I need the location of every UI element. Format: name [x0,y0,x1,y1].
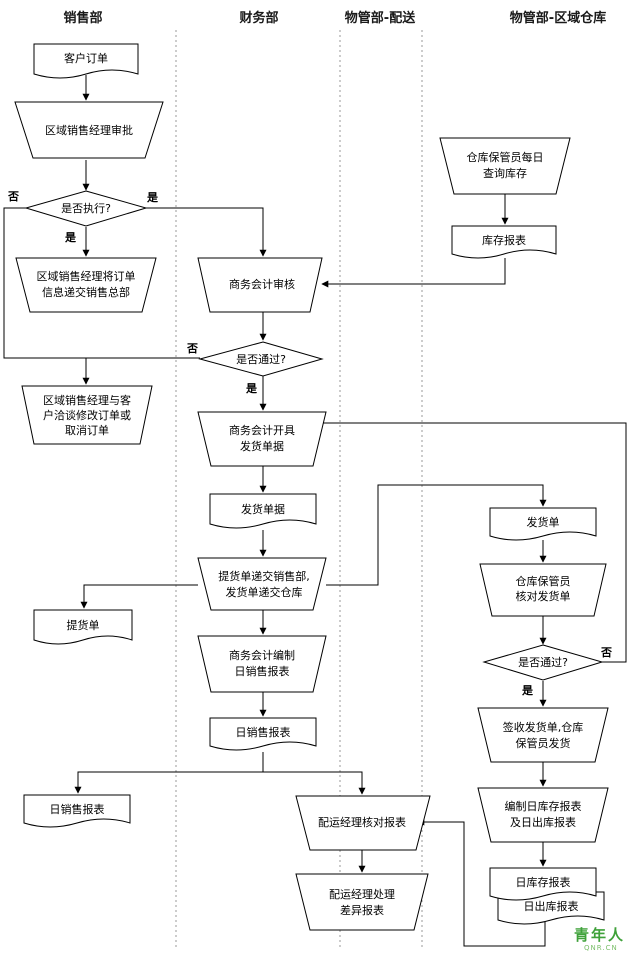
compile-sales-line2: 日销售报表 [235,664,290,678]
edge-to-delivery-note [326,484,547,586]
node-renegotiate: 区域销售经理与客 户洽谈修改订单或 取消订单 [21,385,153,445]
deliver-docs-line2: 发货单递交仓库 [226,585,303,599]
accounting-review-label: 商务会计审核 [229,277,295,291]
manager-submit-line1: 区域销售经理将订单 [37,269,136,283]
sign-ship-line1: 签收发货单,仓库 [503,720,584,734]
dispatch-diff-line1: 配运经理处理 [329,888,395,901]
lane-warehouse-title: 物管部-区域仓库 [510,10,606,26]
edge-report-to-dispatch [263,771,366,795]
sales-report-label: 日销售报表 [50,802,105,816]
node-keeper-check-stock: 仓库保管员每日 查询库存 [439,137,571,195]
edge-report-to-sales [74,752,264,794]
deliver-docs-line1: 提货单递交销售部, [218,569,310,583]
node-accounting-review: 商务会计审核 [197,257,323,313]
yes-label-review: 是 [245,382,258,395]
sign-ship-line2: 保管员发货 [516,736,571,750]
edge-no-loop [3,207,200,359]
compile-stock-line2: 及日出库报表 [510,815,576,829]
issue-docs-line1: 商务会计开具 [229,423,295,437]
node-pickup-slip: 提货单 [33,609,133,645]
node-deliver-docs: 提货单递交销售部, 发货单递交仓库 [197,557,327,611]
node-manager-submit: 区域销售经理将订单 信息递交销售总部 [15,257,157,313]
node-daily-sales-report-sales: 日销售报表 [23,794,131,828]
daily-out-report-label: 日出库报表 [524,899,579,913]
lane-dispatch-title: 物管部-配送 [345,10,416,26]
keeper-check-line2: 查询库存 [483,166,527,180]
daily-sales-report-label: 日销售报表 [236,725,291,739]
edge-to-pickup-slip [80,584,198,609]
watermark: 青年人 QNR.CN [574,926,625,952]
node-dispatch-diff: 配运经理处理 差异报表 [295,873,429,931]
node-delivery-note: 发货单 [489,507,597,541]
lane-finance-title: 财务部 [239,10,278,26]
yes-label-warehouse: 是 [521,684,534,697]
dispatch-diff-line2: 差异报表 [340,903,384,917]
keeper-verify-line1: 仓库保管员 [516,574,571,588]
watermark-text: 青年人 [574,926,625,944]
node-execute-decision: 是否执行? [24,190,148,227]
watermark-subtext: QNR.CN [584,944,618,952]
no-label-warehouse: 否 [600,646,612,659]
lane-sales-title: 销售部 [63,10,102,26]
delivery-note-label: 发货单 [527,515,560,529]
node-sign-ship: 签收发货单,仓库 保管员发货 [477,707,609,763]
node-pass-decision-finance: 是否通过? [198,341,324,377]
node-customer-order: 客户订单 [33,43,139,79]
lane-headers: 销售部 财务部 物管部-配送 物管部-区域仓库 [63,10,606,26]
regional-approval-label: 区域销售经理审批 [45,123,133,137]
issue-docs-line2: 发货单据 [240,439,284,453]
node-daily-sales-report: 日销售报表 [209,717,317,751]
stock-report-label: 库存报表 [482,233,526,247]
edge-stock-to-review [321,258,506,288]
execute-decision-label: 是否执行? [61,201,111,215]
connectors [3,75,627,947]
compile-sales-line1: 商务会计编制 [229,648,295,662]
yes-label-execute-down: 是 [64,231,77,244]
node-pass-decision-warehouse: 是否通过? [482,644,604,681]
shipping-docs-label: 发货单据 [241,502,285,516]
node-compile-sales-report: 商务会计编制 日销售报表 [197,635,327,693]
node-daily-stock-report: 日库存报表 [489,867,597,901]
pass-decision-warehouse-label: 是否通过? [518,656,568,669]
node-dispatch-check: 配运经理核对报表 [295,795,431,851]
node-shipping-docs: 发货单据 [209,493,317,529]
dispatch-check-label: 配运经理核对报表 [318,815,406,829]
customer-order-label: 客户订单 [64,51,108,65]
renegotiate-line1: 区域销售经理与客 [43,393,131,407]
pass-decision-finance-label: 是否通过? [236,353,286,366]
renegotiate-line2: 户洽谈修改订单或 [43,408,131,422]
node-keeper-verify: 仓库保管员 核对发货单 [479,563,607,617]
yes-label-execute-right: 是 [146,191,159,204]
edge-labels: 否 是 是 否 是 否 是 [7,190,612,697]
manager-submit-line2: 信息递交销售总部 [42,285,130,299]
node-stock-report: 库存报表 [451,225,557,259]
edge-yes-to-review [146,207,267,257]
node-issue-docs: 商务会计开具 发货单据 [197,411,327,467]
compile-stock-line1: 编制日库存报表 [505,799,582,813]
node-compile-stock: 编制日库存报表 及日出库报表 [477,787,609,843]
renegotiate-line3: 取消订单 [65,423,109,437]
edge-no-return [313,419,627,663]
keeper-check-line1: 仓库保管员每日 [467,150,544,164]
pickup-slip-label: 提货单 [67,618,100,632]
keeper-verify-line2: 核对发货单 [516,589,571,603]
daily-stock-report-label: 日库存报表 [516,875,571,889]
node-regional-manager-approval: 区域销售经理审批 [14,101,164,159]
edge-report-to-check [417,818,546,947]
no-label-execute: 否 [7,190,19,203]
no-label-review: 否 [186,342,198,355]
